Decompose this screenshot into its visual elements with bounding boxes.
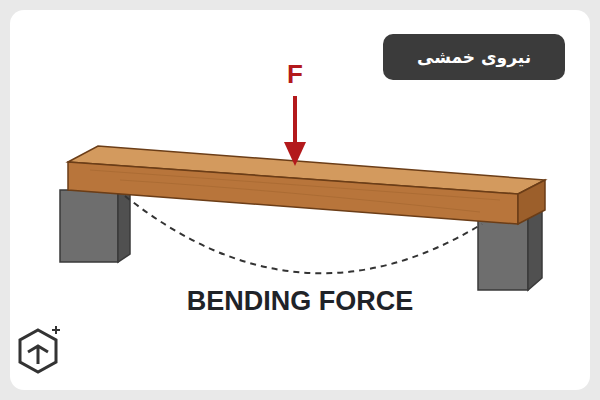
beam-end [518, 180, 545, 224]
left-support [60, 190, 118, 262]
force-arrow-shaft [293, 96, 297, 146]
wood-grain [90, 170, 500, 212]
force-label: F [287, 59, 303, 90]
beam-front [68, 162, 518, 224]
card-background [10, 10, 590, 390]
diagram-caption: BENDING FORCE [187, 286, 414, 317]
force-arrowhead [284, 142, 306, 166]
right-support-side [528, 206, 542, 290]
right-support [478, 218, 528, 290]
title-badge: نیروی خمشی [383, 34, 565, 80]
badge-text: نیروی خمشی [417, 47, 531, 67]
logo-icon [20, 326, 60, 372]
